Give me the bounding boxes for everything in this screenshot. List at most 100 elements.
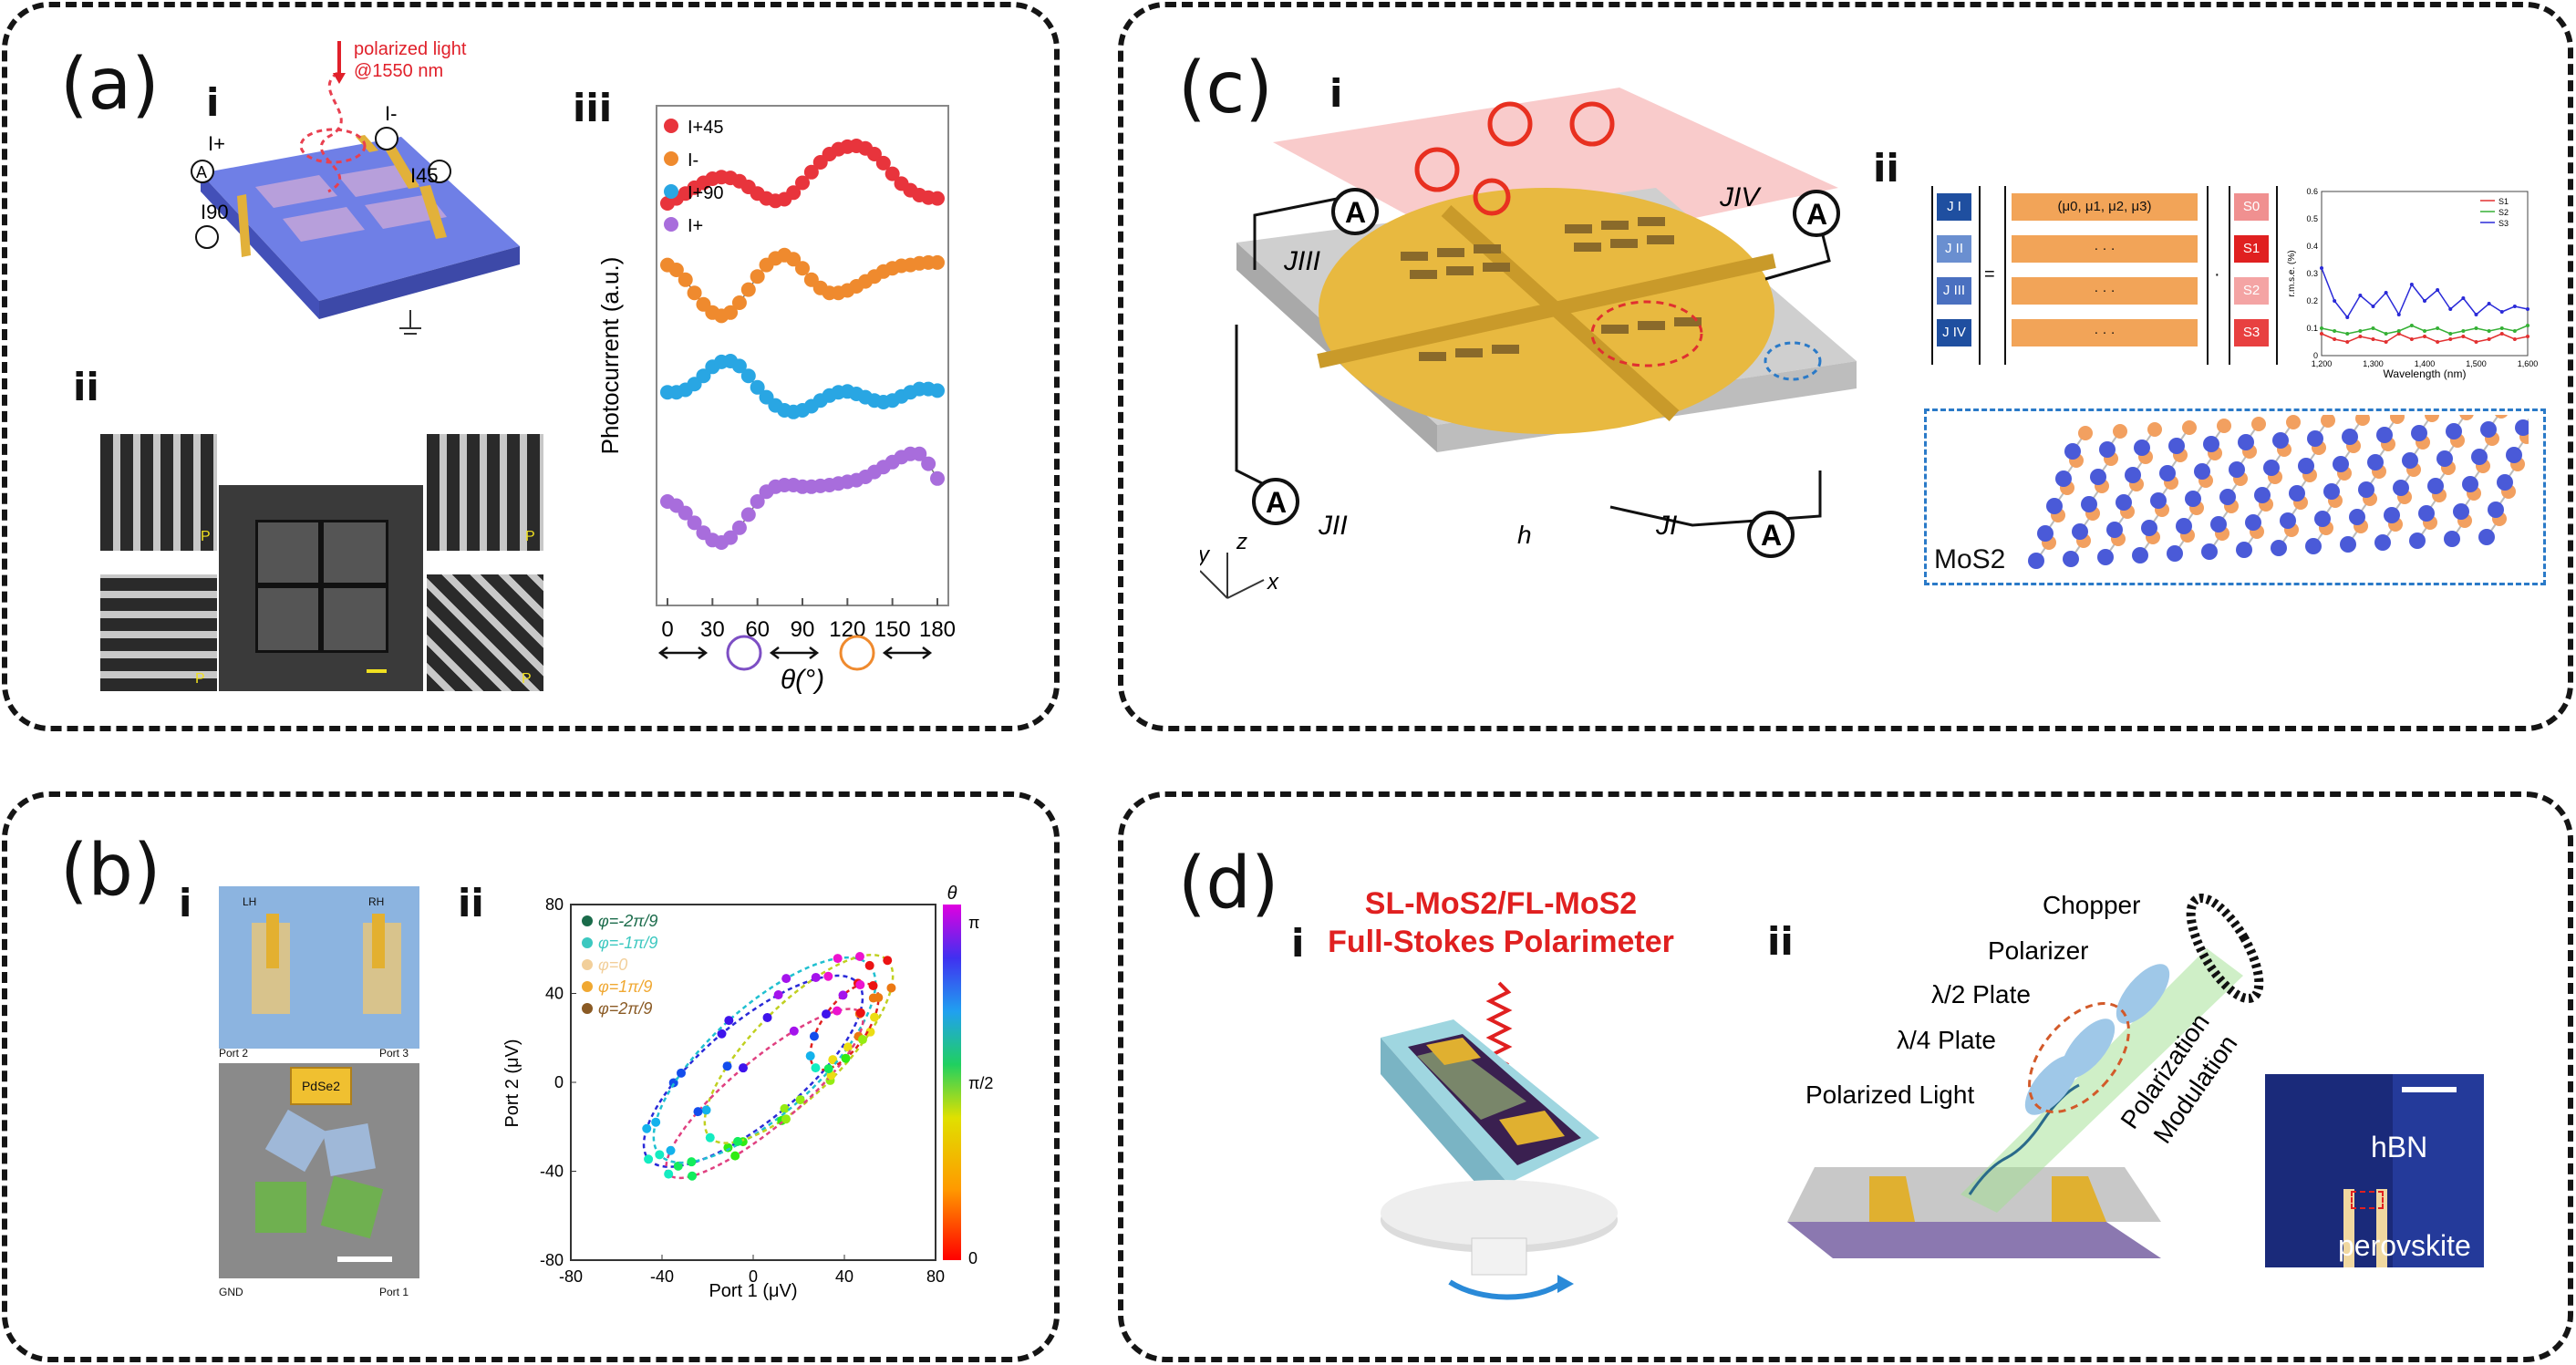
legend-label: φ=1π/9 xyxy=(598,977,652,996)
panel-b-label: (b) xyxy=(60,830,161,912)
mo-atom xyxy=(2185,491,2201,507)
mo-atom xyxy=(2471,449,2488,465)
scatter-point xyxy=(883,956,893,966)
chart-c-point xyxy=(2409,283,2414,286)
scatter-point xyxy=(841,1053,851,1063)
mo-atom xyxy=(2055,471,2072,487)
data-point xyxy=(731,295,747,310)
chart-c-point xyxy=(2499,326,2504,330)
sem-image-top-left xyxy=(100,434,217,551)
sem-image-bottom-left xyxy=(100,574,217,691)
mo-atom xyxy=(2411,425,2427,441)
pdse2-label: PdSe2 xyxy=(301,1079,341,1093)
mo-atom xyxy=(2427,478,2444,494)
chart-c-ytick-label: 0 xyxy=(2313,351,2318,360)
hbn-perovskite-micrograph: hBN perovskite xyxy=(2265,1074,2484,1267)
legend-marker xyxy=(582,981,593,992)
s-vector: S0 S1 S2 S3 xyxy=(2234,193,2269,346)
mo-atom xyxy=(2219,489,2236,505)
mo-atom xyxy=(2097,549,2114,565)
chart-c-point xyxy=(2436,288,2440,292)
data-point xyxy=(731,358,747,374)
chart-c-point xyxy=(2474,340,2478,344)
mo-atom xyxy=(2506,447,2522,463)
mo-atom xyxy=(2063,551,2079,567)
mo-atom xyxy=(2081,496,2097,512)
chart-b-xtick-label: 40 xyxy=(835,1267,853,1286)
light-label-1: polarized light xyxy=(354,39,467,59)
scatter-point xyxy=(809,1031,819,1041)
data-point xyxy=(687,515,702,531)
data-point xyxy=(668,263,684,277)
scatter-point xyxy=(677,1068,687,1078)
mo-atom xyxy=(2418,505,2435,522)
scatter-point xyxy=(687,1157,697,1167)
mo-atom xyxy=(2280,512,2296,529)
mo-atom xyxy=(2358,481,2374,498)
scatter-point xyxy=(843,1042,853,1052)
ammeter-label-2: A xyxy=(1806,198,1827,231)
scatter-point xyxy=(644,1154,654,1164)
legend-marker xyxy=(664,119,678,133)
ammeter-label-4: A xyxy=(1761,519,1782,552)
scatter-point xyxy=(666,1145,676,1155)
chart-c-ytick-label: 0.3 xyxy=(2306,269,2318,278)
mo-atom xyxy=(2116,494,2132,511)
panel-b-sub-ii: ii xyxy=(458,881,484,926)
s-atom xyxy=(2286,415,2301,429)
panel-b-device-image: LH RH Port 2 Port 3 PdSe2 GND Port 1 xyxy=(219,886,419,1298)
chart-c-ytick-label: 0.5 xyxy=(2306,214,2318,223)
sem-image-center xyxy=(219,485,423,691)
mos2-lattice-box: MoS2 xyxy=(1924,408,2546,585)
legend-marker xyxy=(582,915,593,926)
sem-image-top-right xyxy=(427,434,543,551)
optical-setup-illustration: Chopper Polarizer λ/2 Plate λ/4 Plate Po… xyxy=(1787,894,2264,1258)
metasurface-device-illustration: A A A A JIII JIV JII JI h y z x xyxy=(1200,88,1857,599)
chart-a-xtick-label: 0 xyxy=(661,617,673,642)
mo-atom xyxy=(2229,461,2245,478)
mo-atom xyxy=(2046,498,2063,514)
mo-atom xyxy=(2305,538,2322,554)
data-point xyxy=(912,446,927,461)
mo-atom xyxy=(2462,476,2478,492)
scatter-point xyxy=(673,1161,683,1171)
theta-colorbar xyxy=(943,905,961,1260)
scatter-point xyxy=(865,1027,875,1037)
port-2-label: Port 2 xyxy=(219,1047,249,1060)
data-point xyxy=(687,285,702,301)
scatter-point xyxy=(864,960,874,970)
mo-atom xyxy=(2159,465,2176,481)
mo-atom xyxy=(2453,503,2469,520)
optics-polarized-light: Polarized Light xyxy=(1805,1081,1974,1109)
mo-atom xyxy=(2203,436,2219,452)
legend-marker xyxy=(664,184,678,199)
chart-c-point xyxy=(2320,266,2323,270)
scatter-point xyxy=(781,1114,791,1124)
current-label-iii: JIII xyxy=(1283,246,1320,276)
chart-c-point xyxy=(2461,296,2466,300)
chart-c-point xyxy=(2526,307,2529,311)
chart-b-xtick-label: 0 xyxy=(749,1267,758,1286)
mo-atom xyxy=(2488,502,2504,518)
chart-c-point xyxy=(2499,332,2504,336)
panel-b-sub-i: i xyxy=(179,881,192,926)
data-point xyxy=(885,166,900,181)
mo-atom xyxy=(2402,452,2418,469)
scatter-point xyxy=(795,1095,805,1105)
mo-atom xyxy=(2141,520,2157,536)
axis-y: y xyxy=(1200,543,1211,567)
scatter-point xyxy=(811,972,821,982)
optics-polarizer: Polarizer xyxy=(1988,936,2088,965)
chart-c-point xyxy=(2320,332,2323,336)
panel-a-sub-i: i xyxy=(206,80,220,125)
legend-label: I+90 xyxy=(688,183,723,203)
mo-atom xyxy=(2132,547,2148,564)
chart-c-xtick-label: 1,400 xyxy=(2415,359,2436,368)
sem-label-3: P xyxy=(525,529,535,544)
data-point xyxy=(750,379,765,395)
data-point xyxy=(750,269,765,284)
s-atom xyxy=(2390,415,2405,424)
panel-d-sub-i: i xyxy=(1291,921,1305,966)
mo-atom xyxy=(2289,485,2305,502)
scatter-point xyxy=(823,971,833,981)
